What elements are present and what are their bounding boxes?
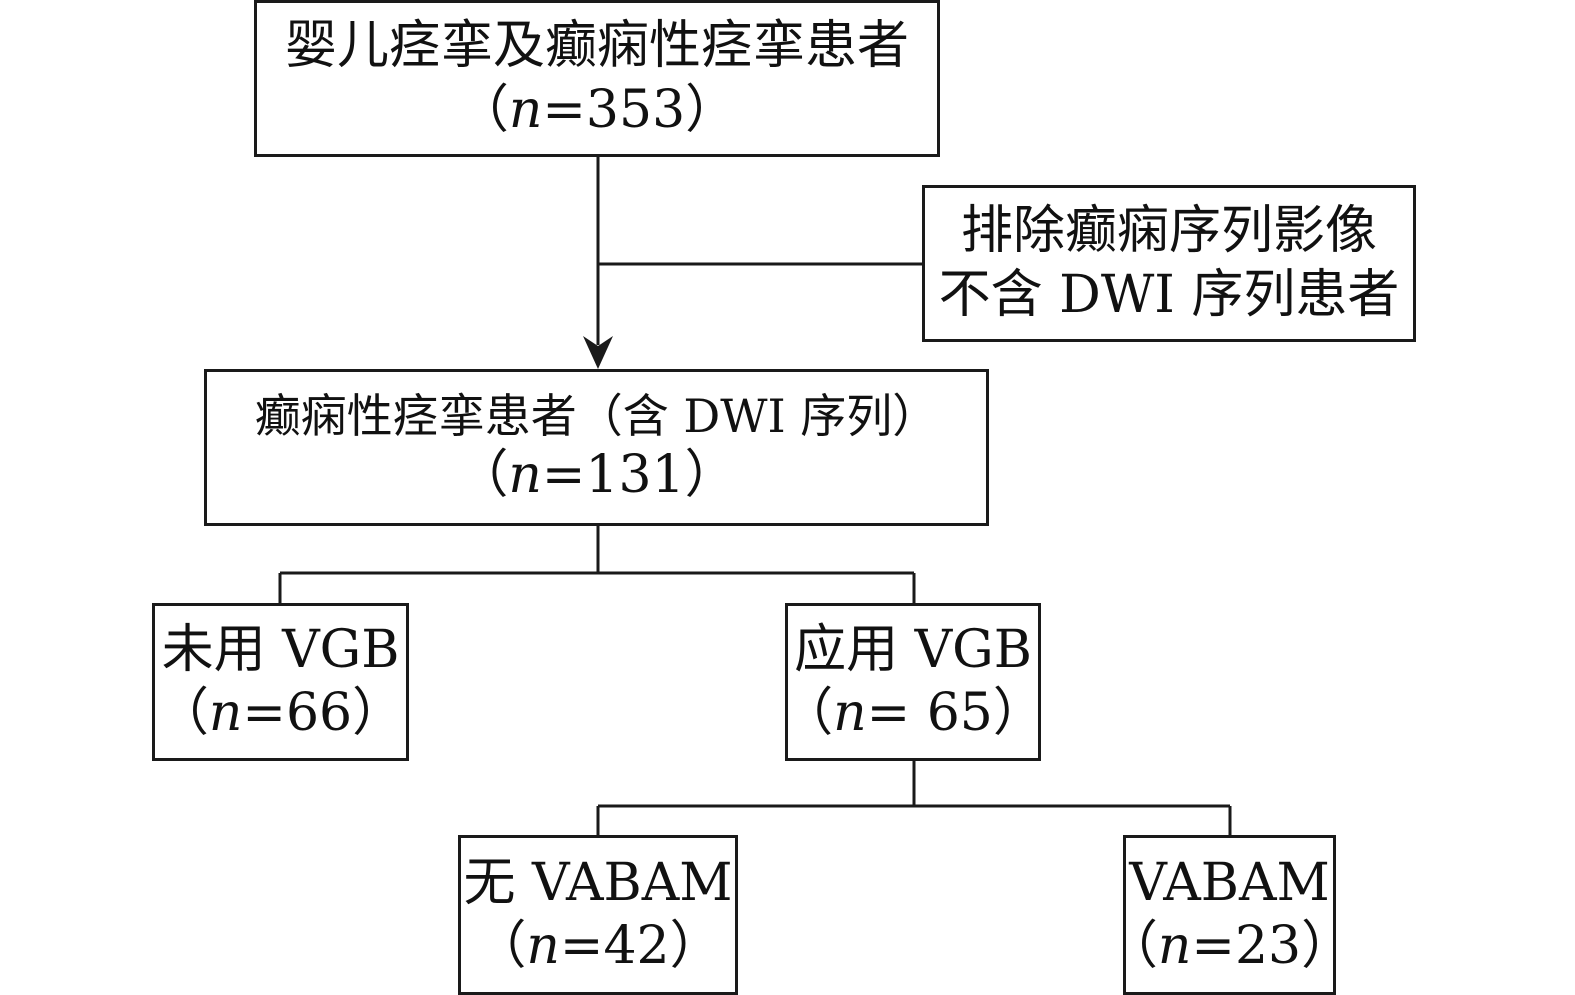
box-dwi-patients: 癫痫性痉挛患者（含 DWI 序列） （n=131） bbox=[204, 369, 989, 526]
box-no-vabam: 无 VABAM （n=42） bbox=[458, 835, 738, 995]
no-vabam-count: （n=42） bbox=[474, 916, 722, 976]
exclusion-line2: 不含 DWI 序列患者 bbox=[938, 264, 1400, 325]
no-vabam-label: 无 VABAM bbox=[463, 852, 733, 913]
box-no-vgb: 未用 VGB （n=66） bbox=[152, 603, 409, 761]
dwi-label: 癫痫性痉挛患者（含 DWI 序列） bbox=[254, 388, 939, 443]
vabam-label: VABAM bbox=[1129, 852, 1330, 913]
vgb-count: （n= 65） bbox=[781, 683, 1045, 743]
total-label: 婴儿痉挛及癫痫性痉挛患者 bbox=[284, 16, 909, 77]
no-vgb-count: （n=66） bbox=[156, 683, 405, 743]
box-vabam: VABAM （n=23） bbox=[1106, 835, 1353, 995]
arrowhead-icon bbox=[583, 336, 613, 369]
exclusion-line1: 排除癫痫序列影像 bbox=[960, 201, 1377, 262]
vgb-label: 应用 VGB bbox=[794, 619, 1032, 680]
vabam-count: （n=23） bbox=[1105, 916, 1354, 976]
box-vgb: 应用 VGB （n= 65） bbox=[781, 603, 1045, 761]
box-exclusion: 排除癫痫序列影像 不含 DWI 序列患者 bbox=[922, 185, 1416, 342]
no-vgb-label: 未用 VGB bbox=[161, 619, 400, 680]
dwi-count: （n=131） bbox=[456, 444, 737, 505]
box-total-patients: 婴儿痉挛及癫痫性痉挛患者 （n=353） bbox=[254, 0, 940, 157]
total-count: （n=353） bbox=[456, 79, 738, 140]
